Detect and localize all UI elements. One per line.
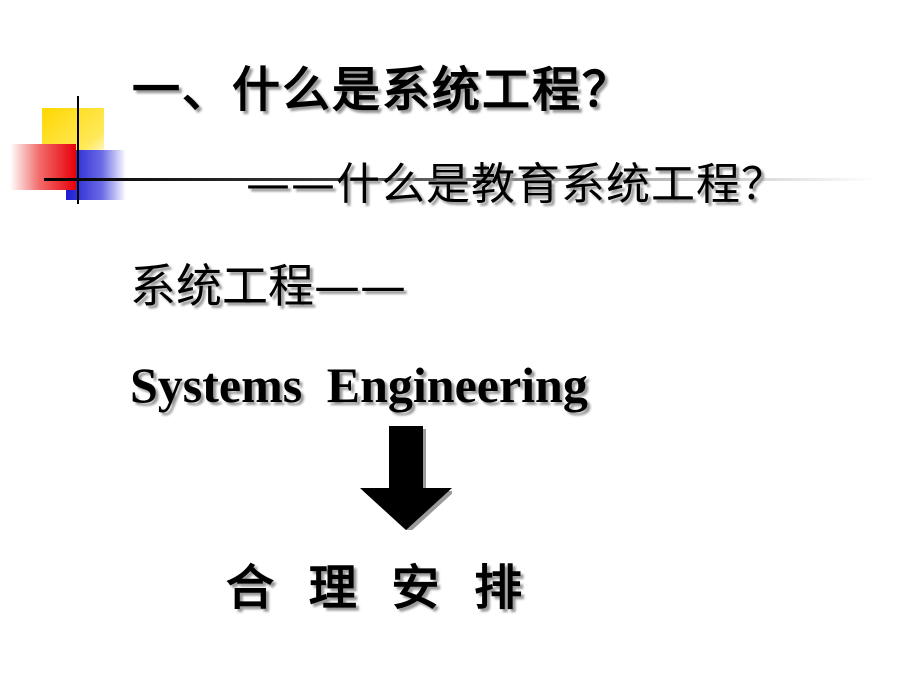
slide-subtitle: ——什么是教育系统工程？ xyxy=(246,159,786,210)
english-term: Systems Engineering xyxy=(130,357,588,413)
slide-title: 一、什么是系统工程？ xyxy=(132,62,633,118)
down-arrow-icon xyxy=(360,426,452,530)
result-text: 合 理 安 排 xyxy=(226,560,523,616)
horizontal-rule xyxy=(44,178,876,181)
section-heading: 系统工程—— xyxy=(130,259,406,313)
red-square xyxy=(10,144,76,190)
